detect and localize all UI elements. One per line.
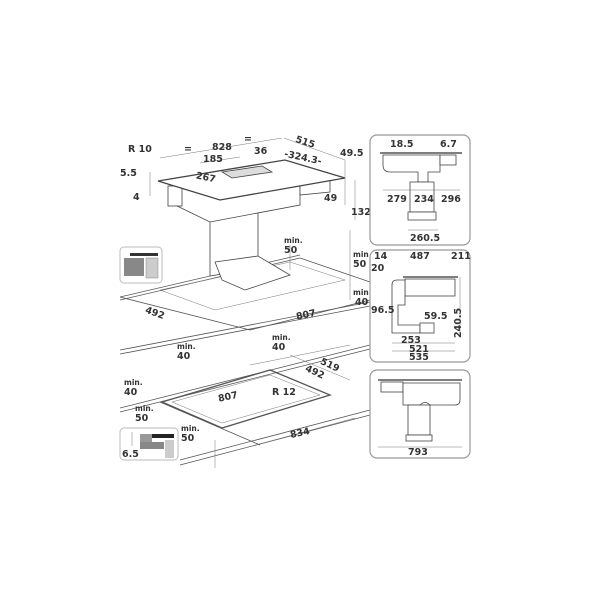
dimension-lines [149, 137, 356, 220]
min-label: min. [177, 342, 196, 351]
min-label: min. [272, 333, 291, 342]
dim-label: = [184, 144, 192, 155]
dim-label: 240.5 [453, 308, 464, 338]
dim-label: 50 [135, 413, 149, 424]
dim-label: 296 [441, 194, 461, 205]
dim-label: 40 [124, 387, 138, 398]
min-label: min. [135, 404, 154, 413]
side-view-front-labels: 18.5 6.7 279 234 296 260.5 [387, 139, 461, 244]
dim-label: = [244, 134, 252, 145]
min-label: min. [124, 378, 143, 387]
dim-label: 185 [203, 154, 223, 165]
dim-label: 50 [353, 259, 367, 270]
hob-with-downdraft [157, 159, 346, 291]
side-view-lateral-labels: 14 487 211 20 96.5 59.5 240.5 253 521 53… [371, 251, 471, 363]
dim-label: 96.5 [371, 305, 394, 316]
dim-label: 50 [284, 245, 298, 256]
cutout-view [119, 344, 371, 468]
worktop-upper [119, 230, 371, 355]
dim-label: 5.5 [120, 168, 137, 179]
dim-label: 487 [410, 251, 430, 262]
dim-label: R 12 [272, 387, 296, 398]
dim-label: 6.7 [440, 139, 457, 150]
dim-label: 521 [409, 344, 429, 355]
dim-label: 36 [254, 146, 268, 157]
dim-label: 834 [289, 426, 311, 441]
dim-label: 793 [408, 447, 428, 458]
dim-label: 253 [401, 335, 421, 346]
min-label: min. [181, 424, 200, 433]
dim-label: 132 [351, 207, 371, 218]
dim-label: R 10 [128, 144, 152, 155]
dim-label: 49 [324, 193, 337, 204]
dim-label: 40 [177, 351, 191, 362]
dim-label: 40 [272, 342, 286, 353]
dim-label: 49.5 [340, 148, 363, 159]
dim-label: 6.5 [122, 449, 139, 460]
flush-mount-detail-icon [119, 427, 179, 461]
dim-label: 40 [355, 297, 369, 308]
dim-label: 828 [212, 142, 232, 153]
min-label: min. [353, 288, 372, 297]
dim-label: 535 [409, 352, 429, 363]
min-label: min. [284, 236, 303, 245]
side-view-rear [369, 369, 471, 459]
side-view-lateral [369, 249, 471, 363]
cutout-view-labels: min. 40 519 492 807 R 12 min. 40 min. 50… [124, 333, 341, 444]
dim-label: 279 [387, 194, 407, 205]
dim-label: 50 [181, 433, 195, 444]
dim-label: 20 [371, 263, 385, 274]
min-label: min. [353, 250, 372, 259]
dim-label: 267 [195, 170, 217, 185]
dim-label: 260.5 [410, 233, 440, 244]
dim-label: 18.5 [390, 139, 413, 150]
dim-label: 211 [451, 251, 471, 262]
dim-label: 59.5 [424, 311, 447, 322]
dim-label: 4 [133, 192, 140, 203]
dim-label: 807 [217, 390, 239, 405]
dim-label: 515 [294, 134, 316, 151]
dim-label: 14 [374, 251, 388, 262]
side-view-front [369, 134, 471, 246]
flush-mount-icon [119, 246, 163, 284]
dim-label: 807 [295, 308, 317, 323]
dim-label: 234 [414, 194, 434, 205]
